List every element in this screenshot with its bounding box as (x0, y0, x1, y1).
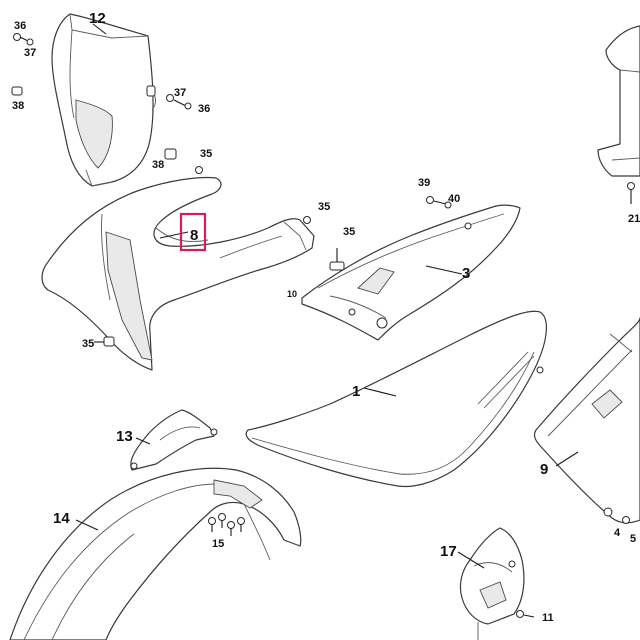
part-1-seat (245, 310, 547, 488)
callout-38b: 38 (152, 159, 164, 171)
callout-36a: 36 (14, 20, 26, 32)
highlight-box-part-8 (179, 212, 207, 252)
callout-40: 40 (448, 193, 460, 205)
callout-39: 39 (418, 177, 430, 189)
callout-10: 10 (287, 289, 297, 299)
callout-21: 21 (628, 213, 640, 225)
mask-hardware (11, 33, 203, 174)
callout-12: 12 (89, 10, 106, 27)
part-13-bracket (130, 409, 218, 471)
callout-37b: 37 (174, 87, 186, 99)
callout-11: 11 (542, 612, 554, 624)
part-15-bolts (208, 513, 245, 536)
callout-36b: 36 (198, 103, 210, 115)
panel-hardware (303, 196, 452, 271)
callout-38a: 38 (12, 100, 24, 112)
callout-labels: 12 8 3 1 9 13 14 17 36 37 38 37 36 38 35… (12, 10, 640, 624)
callout-1: 1 (352, 383, 360, 400)
part-14-rear-fender (9, 467, 302, 640)
callout-13: 13 (116, 428, 133, 445)
callout-14: 14 (53, 510, 70, 527)
callout-3: 3 (462, 265, 470, 282)
part-9-side-cover (533, 317, 640, 524)
part-3-side-panel (301, 204, 521, 341)
callout-35b: 35 (318, 201, 330, 213)
callout-15: 15 (212, 538, 224, 550)
callout-9: 9 (540, 461, 548, 478)
part-17-bracket (459, 527, 535, 640)
part-21-mount (597, 25, 640, 204)
callout-4: 4 (614, 527, 621, 539)
part-8-radiator-shroud (41, 176, 315, 371)
part-12-headlight-mask (51, 13, 157, 187)
callout-35a: 35 (200, 148, 212, 160)
leader-lines (75, 23, 579, 569)
callout-35d: 35 (82, 338, 94, 350)
callout-5: 5 (630, 533, 636, 545)
callout-8: 8 (190, 227, 198, 244)
callout-35c: 35 (343, 226, 355, 238)
callout-17: 17 (440, 543, 457, 560)
callout-37a: 37 (24, 47, 36, 59)
